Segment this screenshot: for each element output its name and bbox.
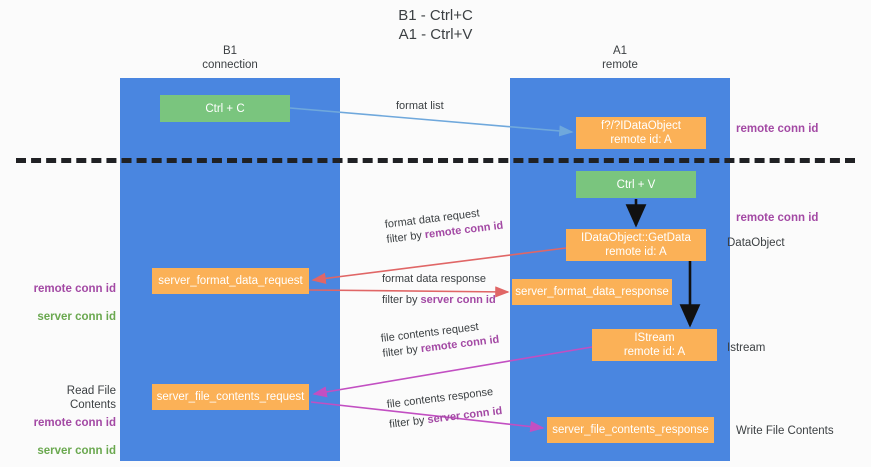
edge-label-line2: filter by server conn id [382, 293, 496, 308]
filter-prefix: filter by [388, 414, 429, 431]
edge-label-file-contents-request: file contents request filter by remote c… [380, 318, 500, 362]
node-idataobject[interactable]: f?/?IDataObject remote id: A [576, 117, 706, 149]
node-ctrl-c[interactable]: Ctrl + C [160, 95, 290, 122]
annotation-write-file-contents: Write File Contents [736, 425, 834, 437]
annotation-istream: Istream [727, 342, 766, 354]
annotation-remote-conn-id-mid: remote conn id [736, 212, 819, 224]
annotation-remote-conn-id: remote conn id [33, 283, 116, 295]
node-ctrl-v[interactable]: Ctrl + V [576, 171, 696, 198]
node-idataobject-getdata[interactable]: IDataObject::GetData remote id: A [566, 229, 706, 261]
edge-label-file-contents-response: file contents response filter by server … [386, 384, 503, 433]
edge-label-format-data-response: format data response filter by server co… [382, 272, 496, 308]
edge-label-format-data-request: format data request filter by remote con… [384, 204, 504, 248]
filter-prefix: filter by [381, 343, 422, 360]
diagram-title: B1 - Ctrl+C A1 - Ctrl+V [398, 7, 473, 43]
edge-label-line1: format data response [382, 273, 486, 285]
node-server-file-contents-request[interactable]: server_file_contents_request [152, 384, 309, 410]
annotation-read-file-contents: Read File Contents [66, 385, 116, 411]
annotation-left-conn-ids-1: remote conn id server conn id [20, 268, 116, 338]
edge-label-format-list: format list [396, 100, 444, 112]
annotation-remote-conn-id-top: remote conn id [736, 123, 819, 135]
annotation-server-conn-id: server conn id [37, 311, 116, 323]
annotation-dataobject: DataObject [727, 237, 785, 249]
filter-prefix: filter by [382, 294, 421, 306]
filter-value: server conn id [420, 294, 496, 306]
phase-separator-divider [16, 158, 855, 163]
annotation-server-conn-id: server conn id [37, 445, 116, 457]
lane-header-b1: B1 connection [202, 45, 258, 71]
annotation-remote-conn-id: remote conn id [33, 417, 116, 429]
node-istream[interactable]: IStream remote id: A [592, 329, 717, 361]
node-server-format-data-response[interactable]: server_format_data_response [512, 279, 672, 305]
lane-header-a1: A1 remote [602, 45, 638, 71]
node-server-file-contents-response[interactable]: server_file_contents_response [547, 417, 714, 443]
filter-prefix: filter by [385, 229, 426, 246]
annotation-left-conn-ids-2: remote conn id server conn id [20, 402, 116, 467]
node-server-format-data-request[interactable]: server_format_data_request [152, 268, 309, 294]
